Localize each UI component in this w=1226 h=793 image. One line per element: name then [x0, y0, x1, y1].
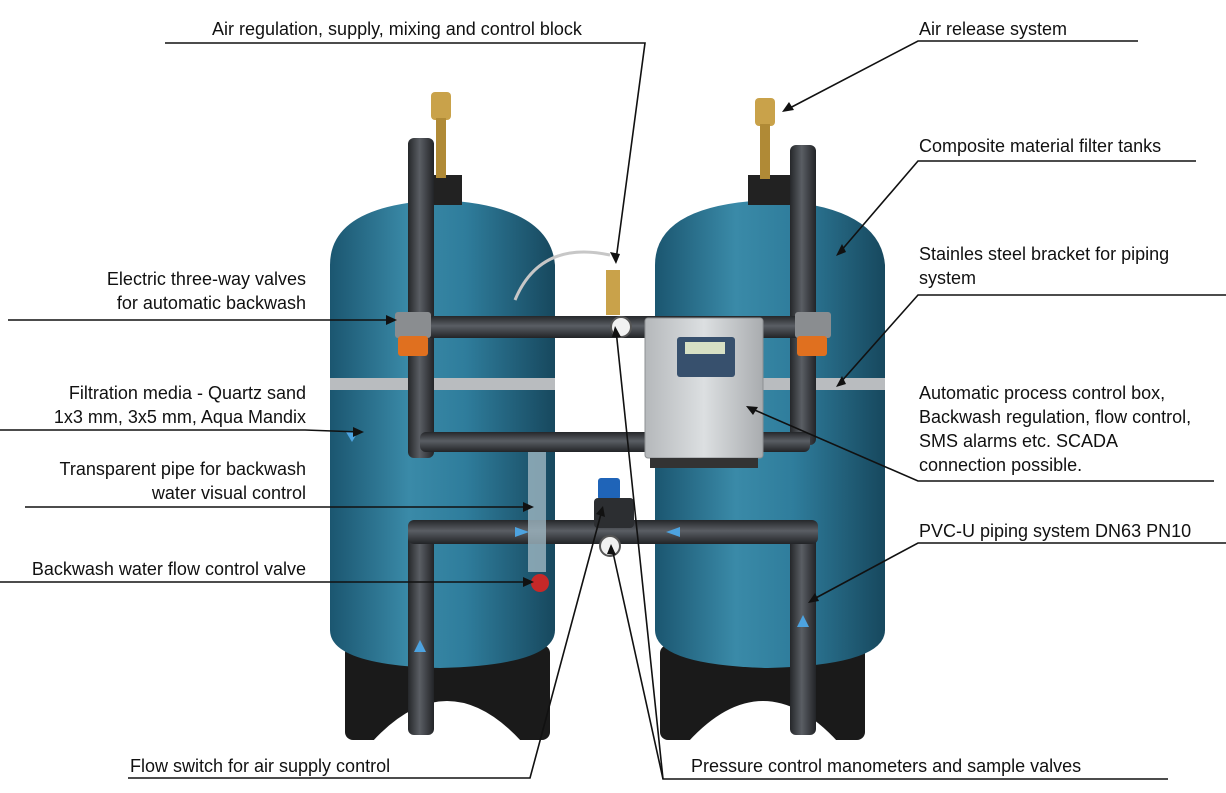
right-air-release-valve: [755, 98, 775, 126]
callout-manometer-upper: [615, 329, 664, 780]
callout-air-regulation: [165, 42, 646, 261]
right-vertical-pipe-bottom: [790, 530, 816, 735]
left-vertical-pipe-top: [408, 138, 434, 458]
arrowhead: [610, 252, 620, 264]
callout-pvc-piping: [811, 542, 1226, 601]
lower-manometer: [599, 535, 621, 557]
left-vertical-pipe-bottom: [408, 530, 434, 735]
callout-flow-switch: [128, 509, 603, 779]
process-control-box: [644, 317, 764, 468]
left-steel-band: [330, 378, 555, 390]
flow-switch: [598, 478, 620, 500]
label-transparent-line2: water visual control: [151, 483, 306, 503]
control-display: [685, 342, 725, 354]
label-pvc-piping: PVC-U piping system DN63 PN10: [919, 521, 1192, 541]
label-media-line2: 1x3 mm, 3x5 mm, Aqua Mandix: [53, 407, 306, 427]
arrowhead: [808, 593, 819, 603]
label-three-way-valves: Electric three-way valves for automatic …: [107, 267, 306, 315]
label-media-line1: Filtration media - Quartz sand: [68, 383, 306, 403]
right-valve-actuator: [797, 336, 827, 356]
callout-air-release: [785, 40, 1138, 111]
arrowhead: [607, 544, 616, 555]
label-valves-line2: for automatic backwash: [116, 293, 306, 313]
arrow-marker: [515, 527, 529, 537]
air-regulation-valve: [606, 270, 620, 315]
right-vertical-pipe-top: [790, 145, 816, 445]
label-flow-switch: Flow switch for air supply control: [130, 756, 391, 776]
left-valve-actuator-housing: [395, 312, 431, 338]
cable-glands: [650, 458, 758, 468]
label-control-box: Automatic process control box, Backwash …: [919, 381, 1191, 477]
arrow-marker: [414, 640, 426, 652]
label-control-line1: Automatic process control box,: [919, 383, 1166, 403]
left-air-release-stem: [436, 118, 446, 178]
callout-composite-tanks: [839, 160, 1196, 253]
three-way-valve-actuators: [395, 312, 831, 356]
arrow-marker: [797, 615, 809, 627]
transparent-backwash-pipe: [528, 452, 546, 572]
label-air-release: Air release system: [919, 19, 1068, 39]
label-composite-tanks: Composite material filter tanks: [919, 136, 1162, 156]
left-filter-tank: [330, 175, 555, 742]
label-bracket: Stainles steel bracket for piping system: [919, 242, 1169, 290]
lower-manifold-pipe: [408, 520, 818, 544]
callout-control-box: [749, 407, 1214, 482]
label-valves-line1: Electric three-way valves: [106, 269, 306, 289]
label-control-line2: Backwash regulation, flow control,: [919, 407, 1192, 427]
right-tank-neck: [748, 175, 792, 205]
backwash-flow-control-valve: [531, 574, 549, 592]
label-control-line4: connection possible.: [919, 455, 1083, 475]
left-valve-actuator: [398, 336, 428, 356]
label-control-line3: SMS alarms etc. SCADA: [919, 431, 1119, 451]
air-regulation-block: [594, 270, 634, 557]
right-valve-actuator-housing: [795, 312, 831, 338]
air-release-valves: [431, 92, 775, 179]
arrowhead: [353, 427, 364, 437]
label-bracket-line1: Stainles steel bracket for piping: [919, 244, 1170, 264]
arrow-marker: [666, 527, 680, 537]
flow-direction-arrows: [346, 432, 809, 652]
arrowhead: [836, 376, 846, 387]
air-mixing-valve: [594, 498, 634, 528]
left-air-release-valve: [431, 92, 451, 120]
arrowhead: [836, 244, 846, 256]
label-transparent-line1: Transparent pipe for backwash: [59, 459, 306, 479]
arrowhead: [782, 102, 794, 112]
arrowhead: [386, 315, 397, 325]
arrowhead: [523, 502, 534, 512]
callout-lines: [0, 40, 1226, 780]
right-air-release-stem: [760, 124, 770, 179]
label-manometers: Pressure control manometers and sample v…: [691, 756, 1082, 776]
label-transparent-pipe: Transparent pipe for backwash water visu…: [60, 457, 306, 505]
label-bracket-line2: system: [919, 268, 977, 288]
arrowhead: [612, 326, 621, 337]
air-supply-hose: [513, 250, 611, 301]
arrowhead: [746, 406, 758, 415]
arrowhead: [596, 506, 605, 517]
label-backwash-valve: Backwash water flow control valve: [31, 559, 306, 579]
label-filtration-media: Filtration media - Quartz sand 1x3 mm, 3…: [54, 381, 306, 429]
left-tank-base: [345, 645, 550, 740]
arrowhead: [523, 577, 534, 587]
label-air-regulation: Air regulation, supply, mixing and contr…: [212, 19, 582, 39]
callout-arrowheads: [353, 102, 846, 603]
callout-bracket: [839, 294, 1226, 384]
callout-filtration-media: [0, 429, 361, 433]
